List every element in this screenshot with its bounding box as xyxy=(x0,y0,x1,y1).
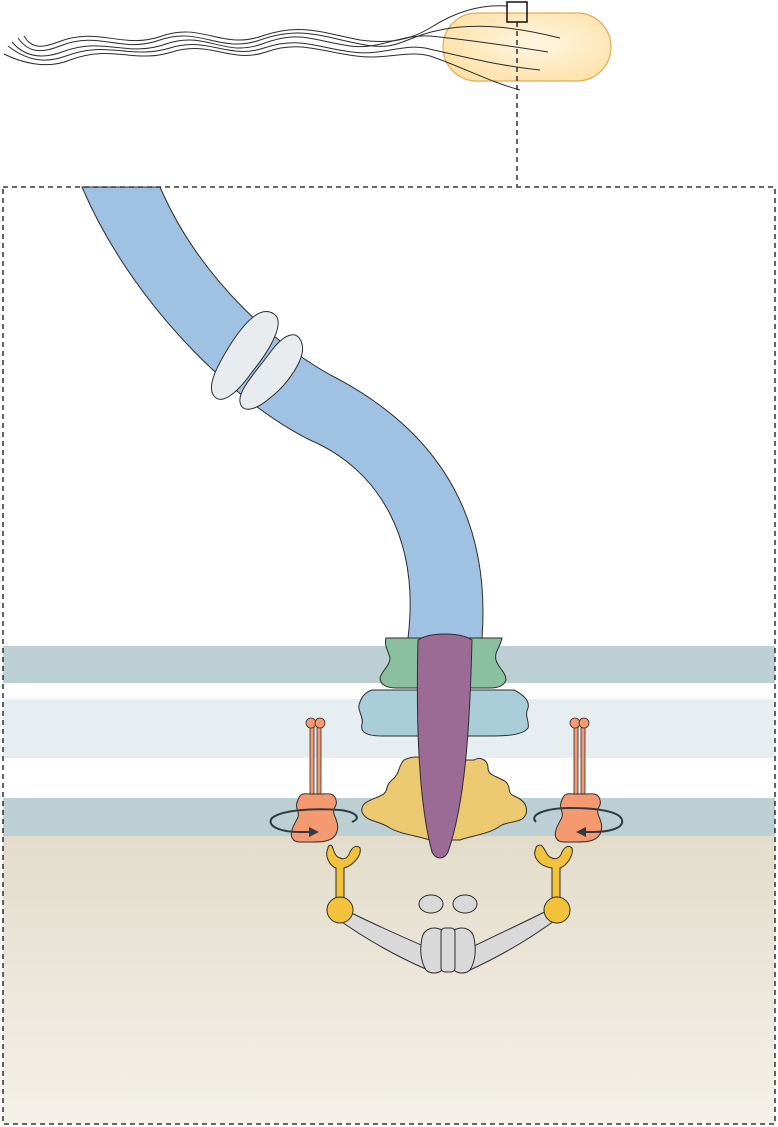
adaptor-right xyxy=(534,844,573,924)
flagellar-filament xyxy=(81,186,484,639)
filament-ring xyxy=(210,311,304,410)
rod-hook xyxy=(416,633,473,859)
rotation-arrow-left xyxy=(269,808,358,837)
zoom-panel xyxy=(2,186,776,1125)
export-apparatus xyxy=(335,894,559,974)
bacterium-overview xyxy=(3,1,612,186)
stator-unit-right xyxy=(554,717,603,843)
cytoplasm xyxy=(3,836,775,1124)
stator-unit-left xyxy=(290,717,339,843)
adaptor-left xyxy=(326,844,361,924)
flagellar-filaments xyxy=(3,5,561,91)
rotation-arrow-right xyxy=(533,806,624,837)
